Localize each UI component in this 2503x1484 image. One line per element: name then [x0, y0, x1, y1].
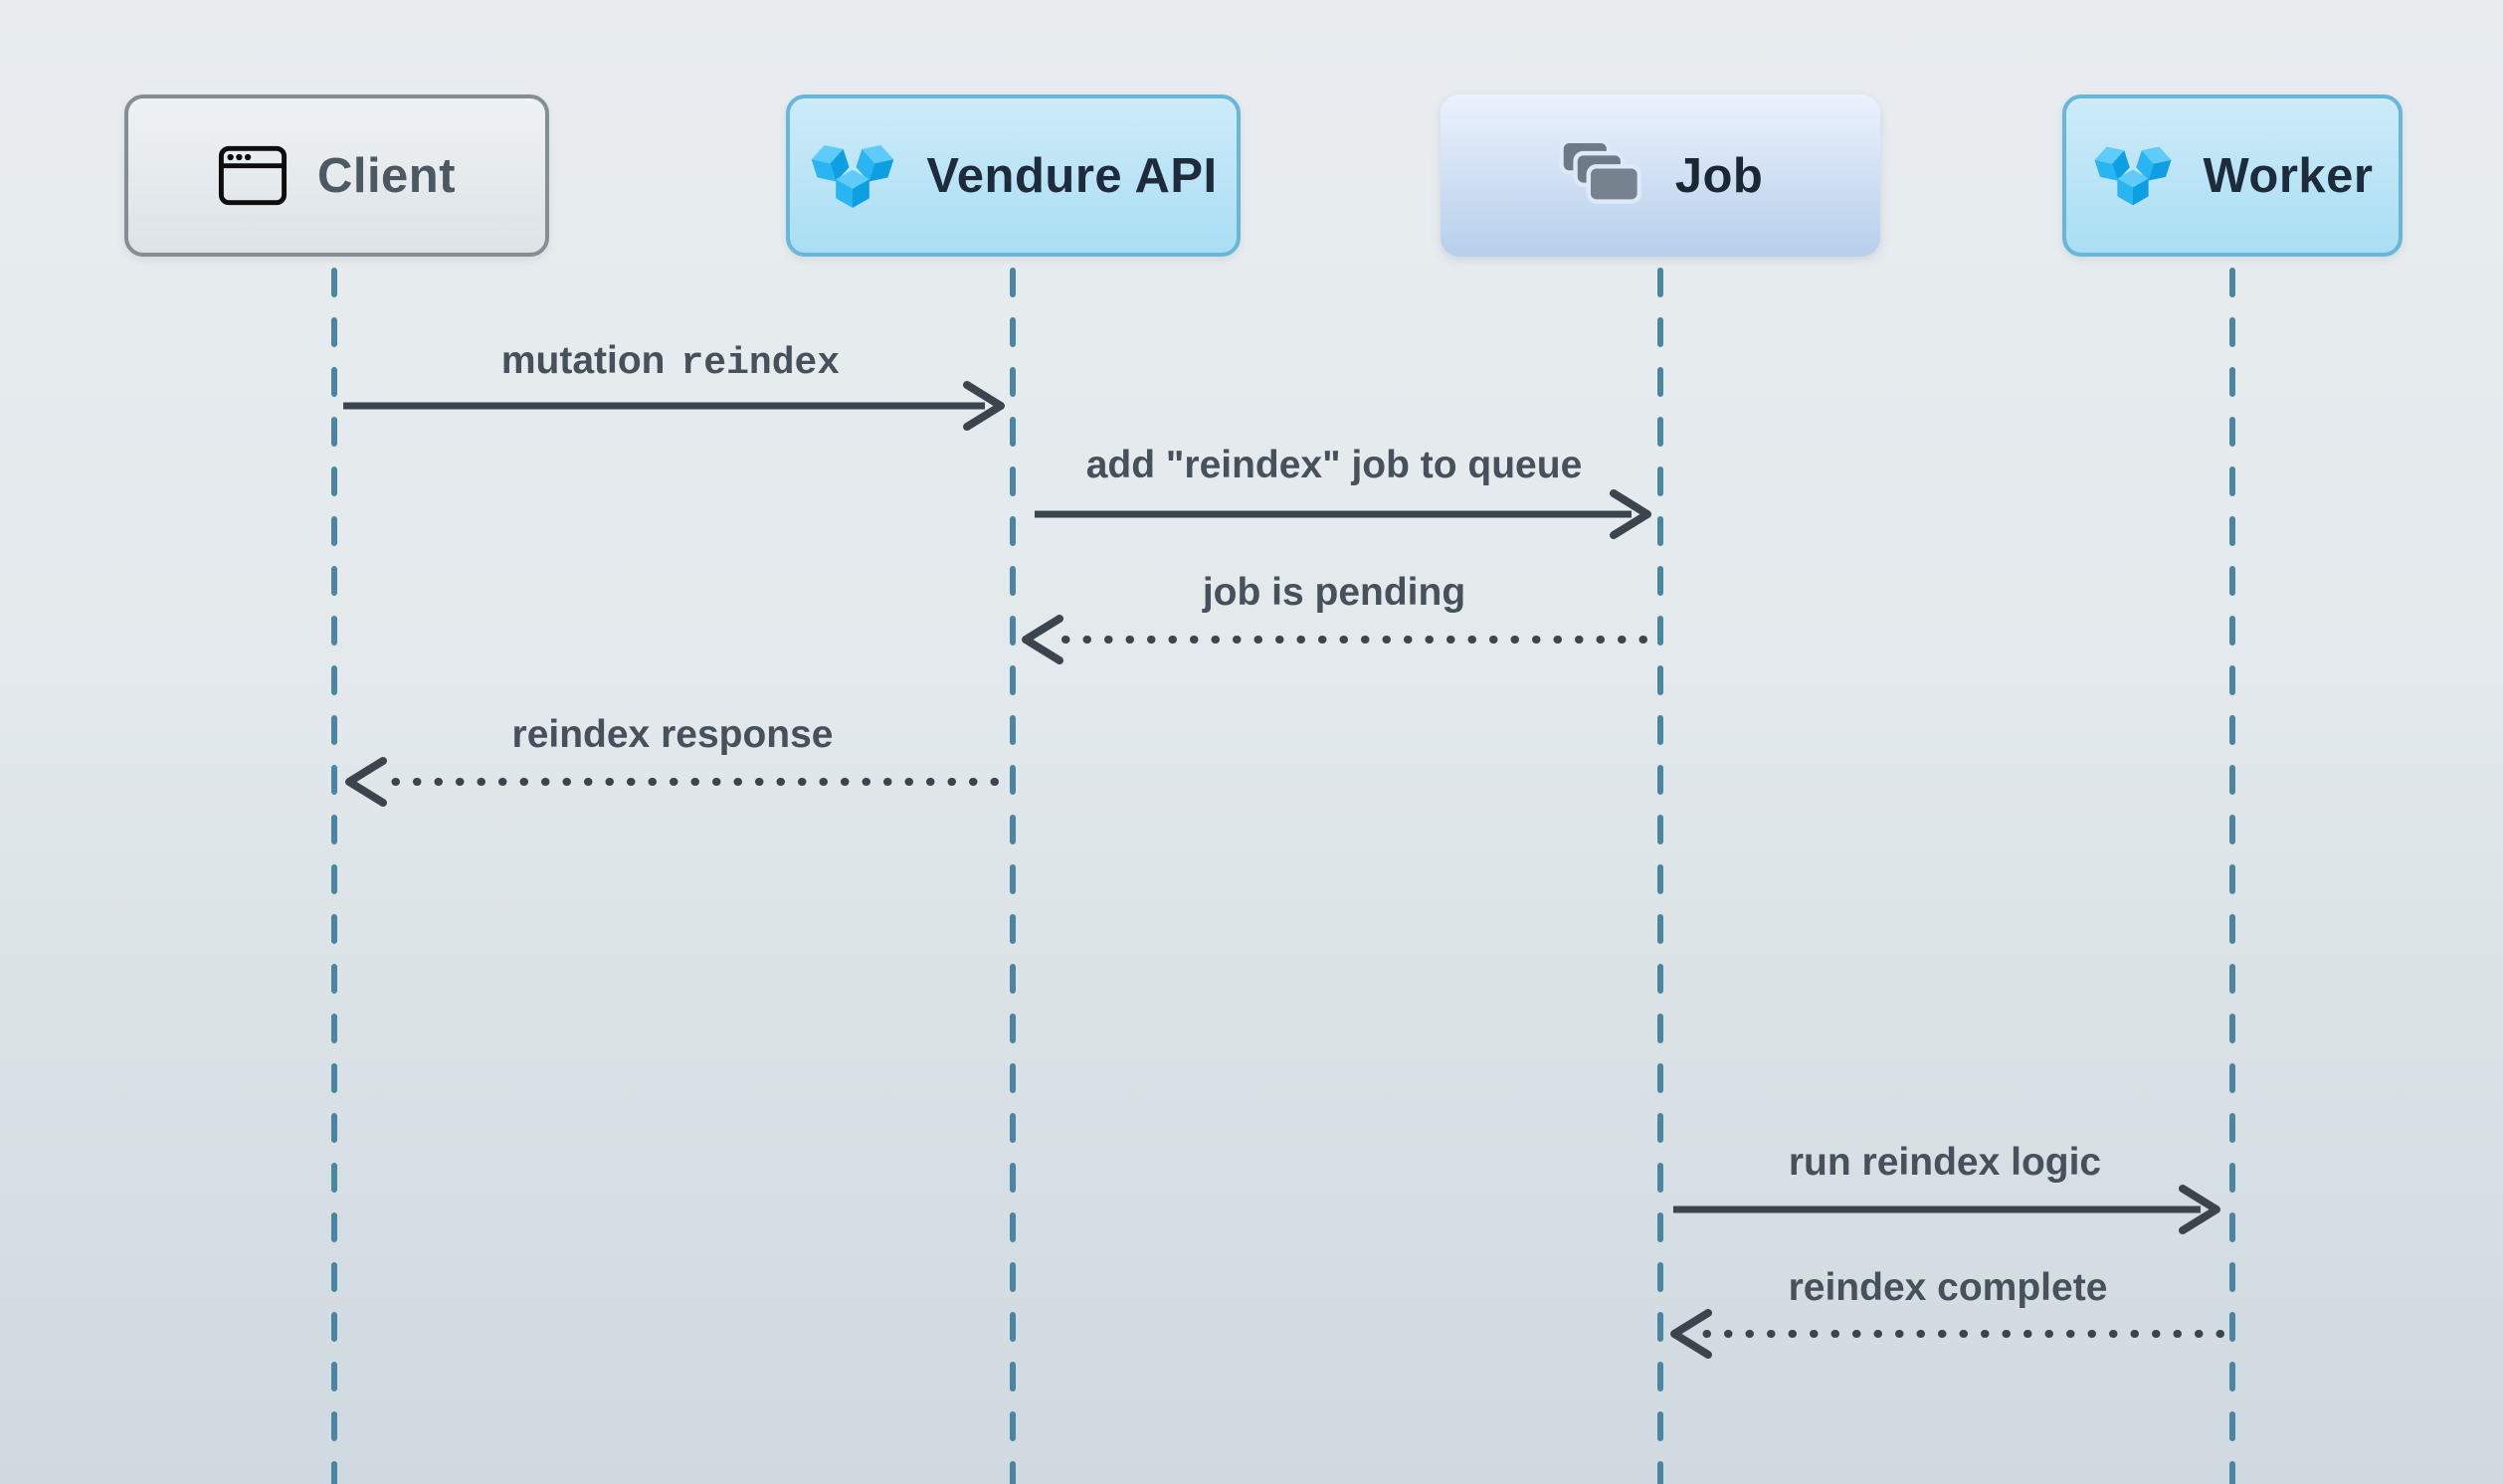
arrow-reindex-complete	[1670, 1309, 2224, 1359]
message-text: reindex complete	[1788, 1266, 2108, 1309]
message-text: job is pending	[1202, 571, 1466, 614]
arrow-add-job-to-queue	[1035, 489, 1651, 539]
message-text: reindex response	[511, 713, 834, 756]
actor-job: Job	[1441, 94, 1880, 257]
actor-worker: Worker	[2062, 94, 2403, 257]
message-label-reindex-complete: reindex complete	[1789, 1266, 2108, 1310]
arrow-job-is-pending	[1022, 615, 1647, 664]
arrow-mutation-reindex	[343, 381, 1005, 431]
actor-vendure-api: Vendure API	[786, 94, 1241, 257]
actor-client: Client	[124, 94, 549, 257]
arrow-run-reindex-logic	[1673, 1185, 2220, 1234]
message-label-mutation-reindex: mutation reindex	[501, 339, 840, 385]
message-text: mutation	[500, 339, 666, 382]
stacked-cards-icon	[1558, 137, 1645, 215]
message-text: add "reindex" job to queue	[1085, 444, 1583, 486]
message-label-job-is-pending: job is pending	[1203, 571, 1465, 615]
browser-window-icon	[218, 145, 288, 206]
actor-worker-label: Worker	[2203, 148, 2374, 203]
message-label-add-job-to-queue: add "reindex" job to queue	[1086, 444, 1583, 487]
vendure-logo-icon	[809, 136, 897, 216]
message-label-run-reindex-logic: run reindex logic	[1789, 1141, 2101, 1185]
actor-client-label: Client	[316, 148, 457, 203]
message-text: run reindex logic	[1788, 1141, 2102, 1184]
arrow-reindex-response	[345, 757, 999, 807]
message-label-reindex-response: reindex response	[512, 713, 834, 757]
message-code-text: reindex	[680, 342, 841, 385]
actor-vendure-api-label: Vendure API	[926, 148, 1218, 203]
vendure-logo-icon	[2091, 138, 2174, 213]
actor-job-label: Job	[1674, 148, 1764, 203]
